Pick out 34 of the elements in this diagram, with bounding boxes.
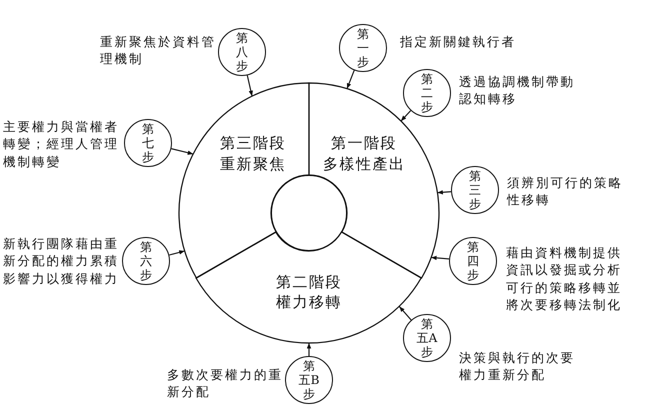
step-description: 指定新關鍵執行者 — [400, 33, 516, 50]
step-circle: 第五A步 — [403, 314, 451, 362]
arrow — [171, 148, 194, 155]
step-circle: 第八步 — [218, 28, 266, 76]
hub-circle — [271, 175, 347, 251]
step-circle: 第四步 — [449, 237, 497, 285]
step-description: 藉由資料機制提供資訊以發掘或分析可行的策略移轉並將次要移轉法制化 — [506, 244, 622, 314]
arrow — [246, 75, 253, 96]
arrow — [400, 110, 412, 122]
step-circle: 第五B步 — [285, 356, 333, 404]
step-circle: 第三步 — [451, 166, 499, 214]
step-circle: 第六步 — [122, 237, 170, 285]
arrow — [169, 250, 185, 256]
arrow — [431, 256, 450, 260]
stage-name: 權力移轉 — [276, 293, 342, 311]
arrow — [306, 343, 312, 356]
step-description: 重新聚焦於資料管理機制 — [100, 33, 216, 68]
arrow — [398, 306, 412, 320]
step-circle: 第二步 — [403, 69, 451, 117]
step-description: 新執行團隊藉由重新分配的權力累積影響力以獲得權力 — [3, 235, 119, 287]
stage-name: 重新聚焦 — [220, 155, 286, 173]
step-circle: 第七步 — [124, 119, 172, 167]
step-description: 決策與執行的次要權力重新分配 — [459, 349, 575, 384]
step-description: 須辨別可行的策略性移轉 — [507, 174, 623, 209]
stage-name: 多樣性產出 — [322, 155, 406, 173]
step-description: 透過協調機制帶動認知轉移 — [459, 73, 575, 108]
stage-title: 第一階段 — [331, 134, 397, 152]
stage-title: 第三階段 — [220, 134, 286, 152]
step-circle: 第一步 — [339, 24, 387, 72]
arrow — [346, 70, 355, 89]
step-description: 主要權力與當權者轉變；經理人管理機制轉變 — [3, 118, 119, 170]
step-description: 多數次要權力的重新分配 — [167, 366, 283, 401]
arrow — [437, 190, 452, 194]
stage-title: 第二階段 — [276, 273, 342, 291]
